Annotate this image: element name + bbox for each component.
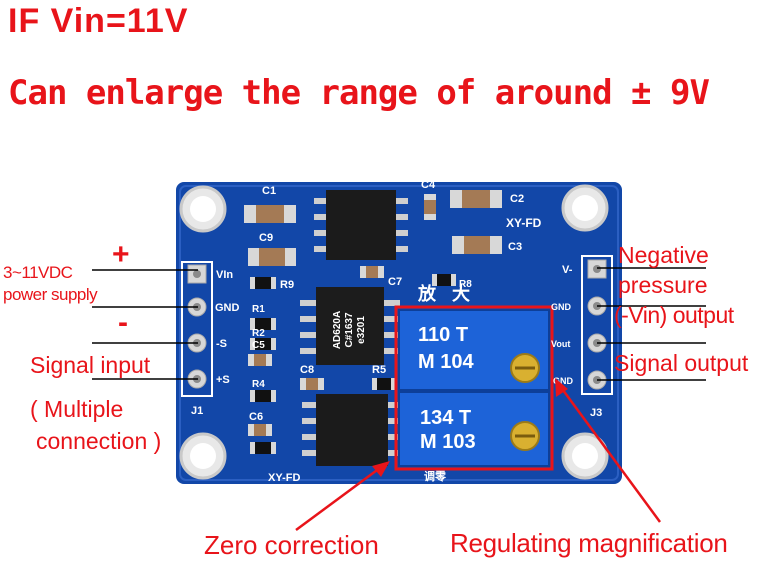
headline-vin: IF Vin=11V (8, 2, 189, 40)
chinese-mark-2: 大 (452, 283, 470, 304)
capacitor-c1 (244, 205, 296, 223)
smd-resistors (250, 274, 456, 454)
silk-c9: C9 (259, 232, 273, 244)
arrow-regulating-magnification (558, 385, 662, 523)
chip-label-1: AD620A (332, 311, 343, 349)
pin-label-gnd-right2: GND (553, 376, 574, 386)
trimmer-top-line2: M 104 (418, 351, 474, 373)
negative-pressure-line2: pressure (618, 272, 708, 298)
regulating-magnification-label: Regulating magnification (450, 528, 728, 558)
silk-r8: R8 (459, 279, 472, 290)
ic-chip-ad620: AD620A C#1637 e3201 (300, 287, 400, 365)
silk-r5: R5 (372, 364, 386, 376)
silk-j1: J1 (191, 405, 203, 417)
capacitor-c5 (248, 354, 272, 366)
silk-c3: C3 (508, 241, 522, 253)
pin-label-minus-s: -S (216, 338, 227, 350)
signal-output-label: Signal output (614, 350, 749, 376)
bottom-silk: 调零 (424, 469, 447, 483)
capacitor-c9 (248, 248, 296, 266)
silk-model-bottom: XY-FD (268, 472, 300, 484)
mounting-hole-top-left (179, 185, 227, 233)
mounting-hole-bottom-right (561, 432, 609, 480)
pin-label-vout: Vout (551, 339, 570, 349)
signal-input-label: Signal input (30, 352, 151, 378)
resistor-r1 (250, 318, 276, 330)
silk-c6: C6 (249, 411, 263, 423)
trimmer-bottom-line1: 134 T (420, 407, 471, 429)
smd-capacitors (244, 190, 502, 436)
zero-correction-label: Zero correction (204, 530, 379, 560)
multiple-connection-line2: connection ) (36, 428, 162, 454)
arrow-zero-correction (295, 463, 385, 532)
capacitor-c3 (452, 236, 502, 254)
minus-sign: - (118, 306, 128, 339)
resistor-r5 (372, 378, 396, 390)
trimmer-potentiometers: 110 T M 104 134 T M 103 (398, 309, 550, 467)
resistor-r8 (432, 274, 456, 286)
chip-label-2: C#1637 (344, 312, 355, 347)
silk-r9: R9 (280, 279, 294, 291)
annotation-arrows (295, 378, 662, 532)
ic-chip-top (314, 190, 408, 260)
silk-c5: C5 (252, 340, 265, 351)
silk-model-top: XY-FD (506, 216, 542, 230)
annotation-lines (92, 267, 706, 381)
header-j1 (181, 261, 213, 397)
chinese-mark-1: 放 (417, 283, 437, 304)
headline-range: Can enlarge the range of around ± 9V (8, 73, 710, 113)
pin-label-plus-s: +S (216, 374, 230, 386)
capacitor-c4 (424, 194, 436, 220)
silk-c2: C2 (510, 193, 524, 205)
multiple-connection-line1: ( Multiple (30, 396, 124, 422)
ic-chip-bottom (302, 394, 402, 466)
chip-label-3: e3201 (356, 316, 367, 344)
capacitor-c8 (300, 378, 324, 390)
resistor-r2 (250, 338, 276, 350)
resistor-r3 (250, 442, 276, 454)
capacitor-c2 (450, 190, 502, 208)
plus-sign: + (112, 238, 130, 271)
silkscreen: C1 C9 C2 C3 C4 C7 C5 C6 C8 R9 R1 R2 R4 R… (191, 179, 602, 484)
resistor-r4 (250, 390, 276, 402)
power-supply-line2: power supply (3, 285, 98, 304)
mounting-hole-bottom-left (179, 432, 227, 480)
negative-pressure-line1: Negative (618, 242, 709, 268)
silk-r1: R1 (252, 304, 265, 315)
silk-j3: J3 (590, 407, 602, 419)
mounting-hole-top-right (561, 184, 609, 232)
pin-label-v-minus: V- (562, 264, 573, 276)
silk-c7: C7 (388, 276, 402, 288)
capacitor-c7 (360, 266, 384, 278)
power-supply-line1: 3~11VDC (3, 263, 73, 282)
silk-r4: R4 (252, 379, 265, 390)
pin-label-gnd-left: GND (215, 302, 240, 314)
silk-c8: C8 (300, 364, 314, 376)
silk-c1: C1 (262, 185, 276, 197)
negative-pressure-line3: (-Vin) output (614, 302, 734, 328)
pin-label-gnd-right: GND (551, 302, 572, 312)
trimmer-bottom-line2: M 103 (420, 431, 476, 453)
pin-label-vin: VIn (216, 269, 233, 281)
silk-r2: R2 (252, 328, 265, 339)
capacitor-c6 (248, 424, 272, 436)
resistor-r9 (250, 277, 276, 289)
trimmer-top-line1: 110 T (418, 324, 468, 346)
silk-c4: C4 (421, 179, 436, 191)
highlight-box (394, 305, 554, 471)
